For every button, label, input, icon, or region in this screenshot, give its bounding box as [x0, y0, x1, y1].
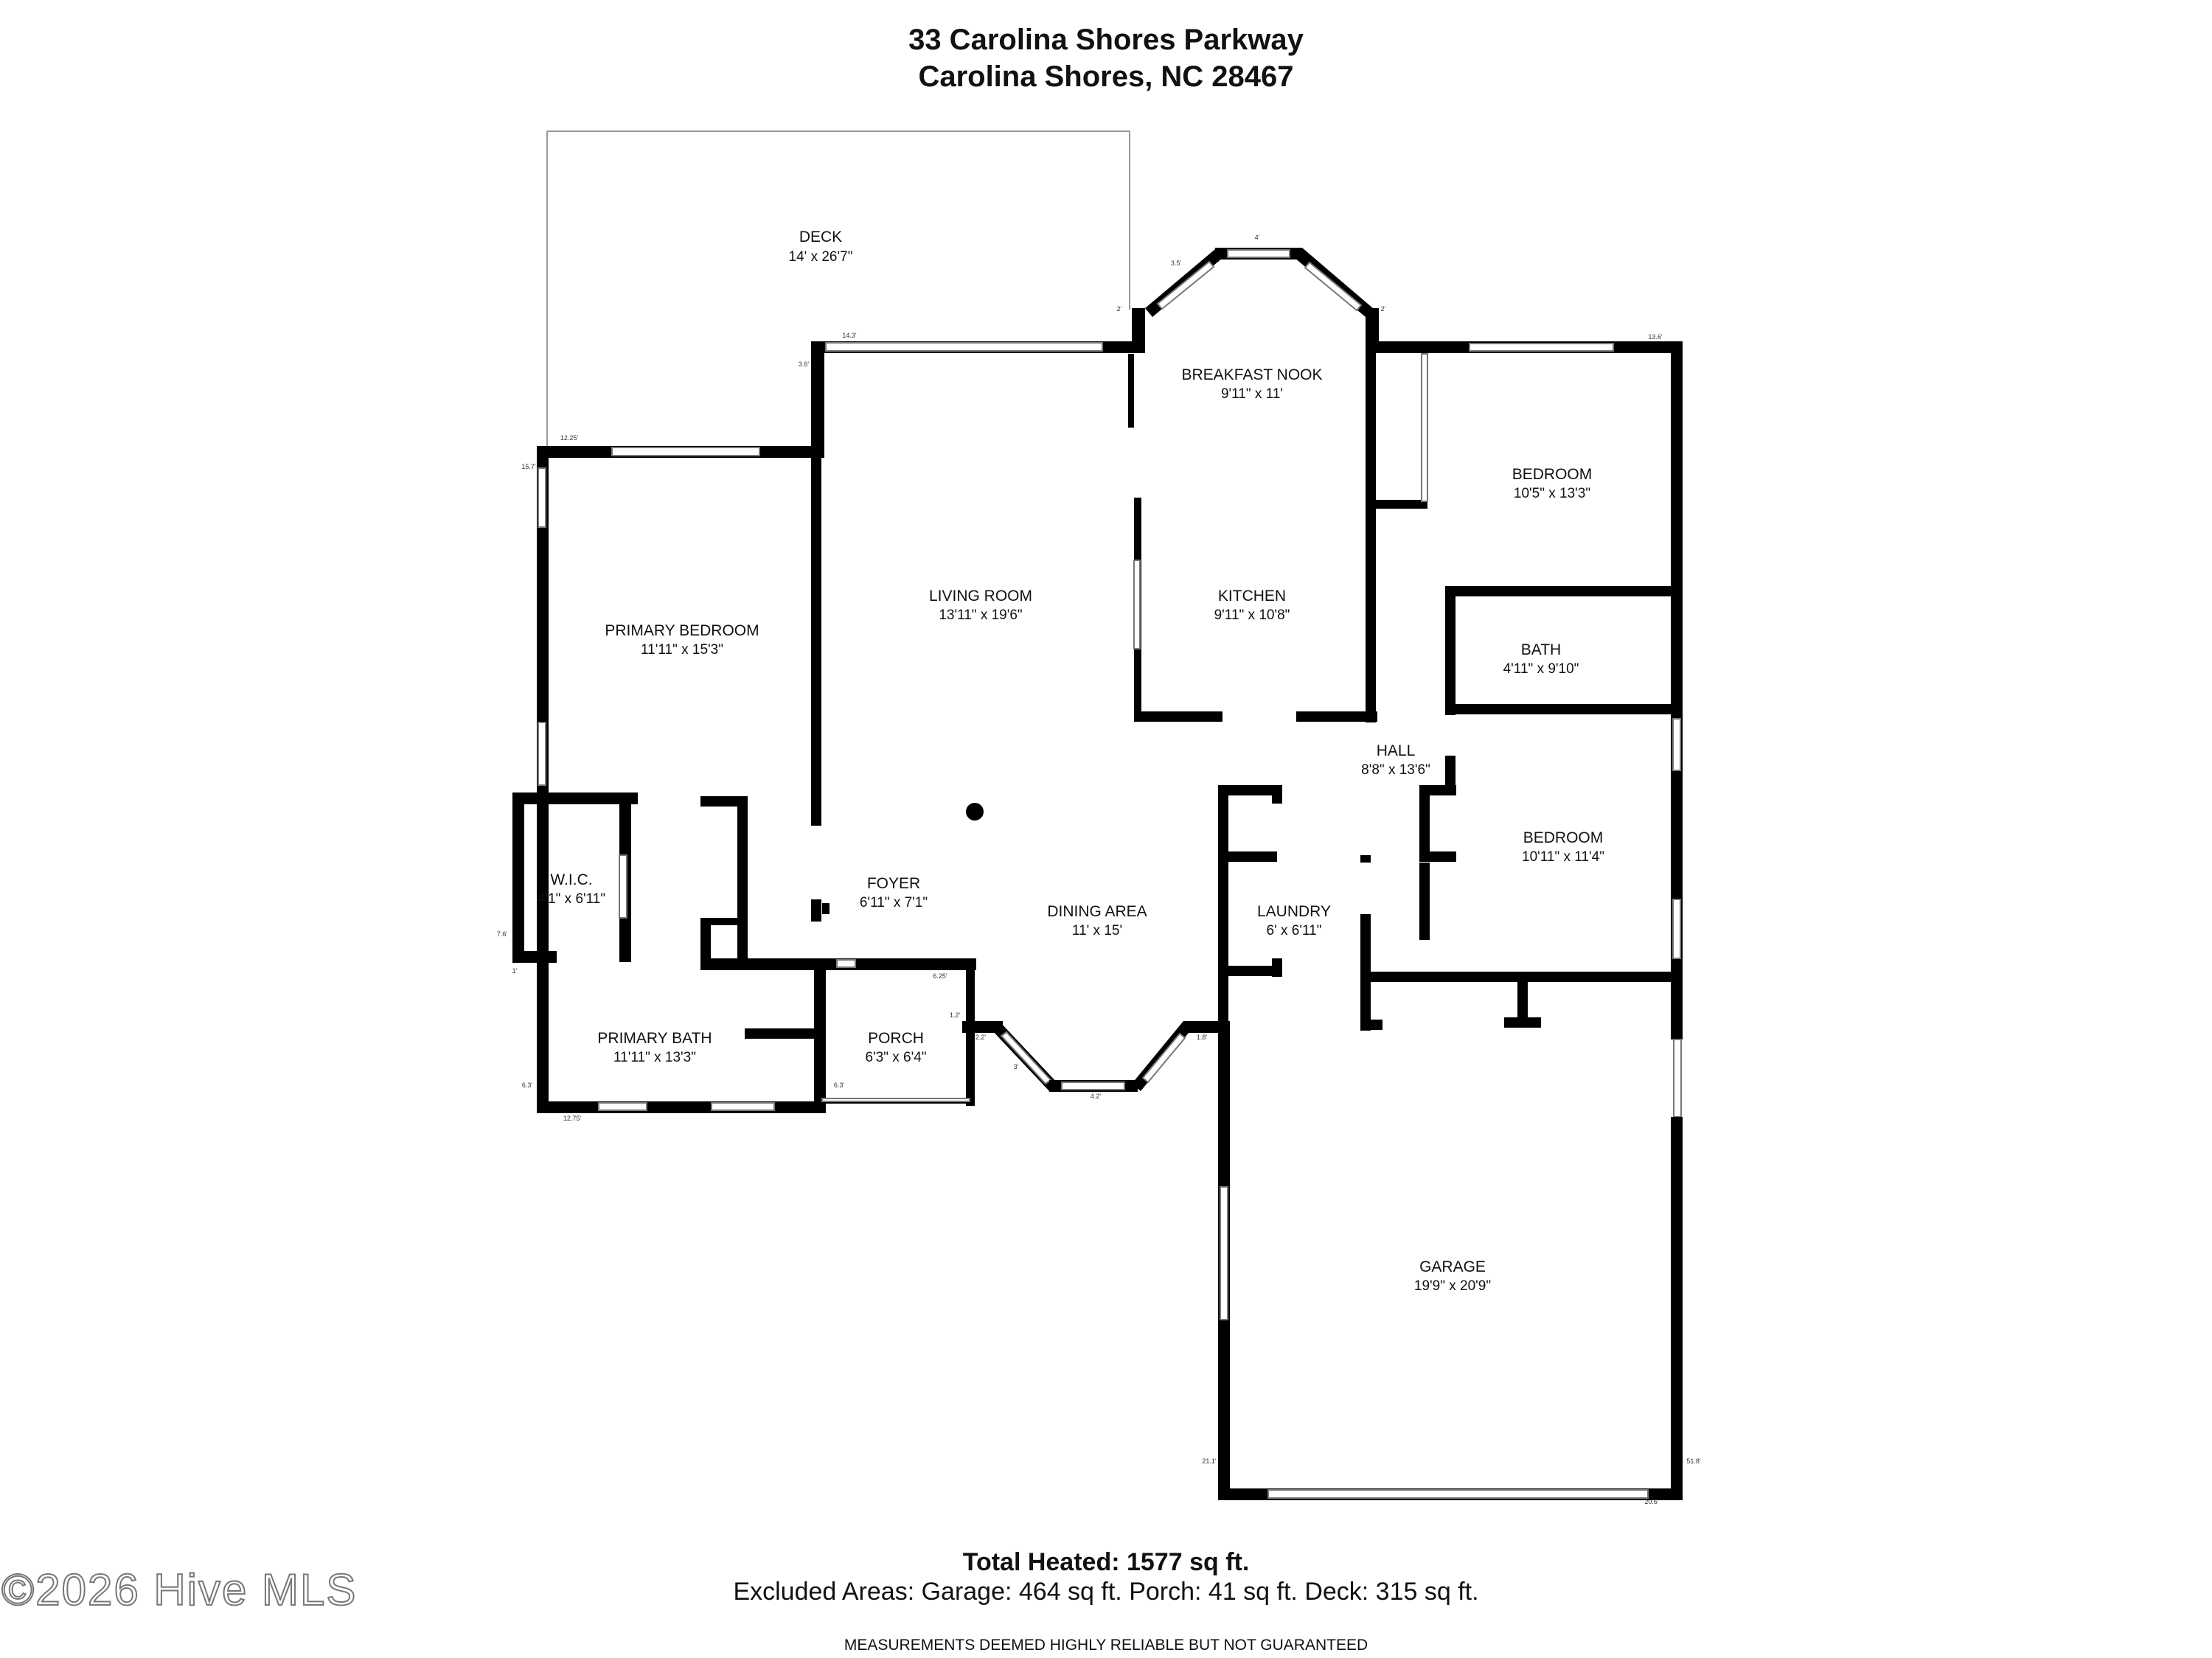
address-line-2: Carolina Shores, NC 28467: [918, 60, 1294, 93]
svg-text:2': 2': [1381, 305, 1386, 313]
room-label-porch: PORCH 6'3" x 6'4": [865, 1030, 926, 1065]
room-label-bedroom-1: BEDROOM 10'5" x 13'3": [1512, 466, 1593, 501]
svg-text:15.7': 15.7': [521, 463, 536, 470]
svg-text:12.25': 12.25': [560, 434, 579, 442]
room-label-hall: HALL 8'8" x 13'6": [1361, 742, 1430, 778]
svg-text:6'3" x 6'4": 6'3" x 6'4": [865, 1050, 926, 1065]
svg-text:PRIMARY BATH: PRIMARY BATH: [597, 1030, 712, 1047]
svg-text:21.1': 21.1': [1202, 1457, 1217, 1465]
svg-text:6.3': 6.3': [522, 1081, 533, 1089]
room-label-primary-bath: PRIMARY BATH 11'11" x 13'3": [597, 1030, 712, 1065]
address-line-1: 33 Carolina Shores Parkway: [908, 24, 1304, 56]
disclaimer: MEASUREMENTS DEEMED HIGHLY RELIABLE BUT …: [844, 1637, 1368, 1654]
svg-text:6'11" x 7'1": 6'11" x 7'1": [860, 895, 928, 910]
svg-text:4'11" x 9'10": 4'11" x 9'10": [1503, 661, 1579, 677]
room-label-wic: W.I.C. 4'1" x 6'11": [538, 871, 605, 907]
svg-text:3.5': 3.5': [1171, 260, 1182, 267]
svg-text:3': 3': [1014, 1063, 1019, 1070]
svg-text:4'1" x 6'11": 4'1" x 6'11": [538, 891, 605, 907]
svg-text:PRIMARY BEDROOM: PRIMARY BEDROOM: [605, 622, 759, 639]
svg-text:LAUNDRY: LAUNDRY: [1257, 903, 1331, 920]
measurement-marks: 14.3' 3.6' 3.5' 4' 2' 2' 13.6' 12.25' 15…: [497, 234, 1701, 1505]
svg-text:2.2': 2.2': [975, 1034, 987, 1041]
room-label-foyer: FOYER 6'11" x 7'1": [860, 875, 928, 910]
svg-text:14.3': 14.3': [842, 332, 857, 339]
svg-text:14' x 26'7": 14' x 26'7": [789, 249, 853, 265]
room-label-bath: BATH 4'11" x 9'10": [1503, 641, 1579, 677]
svg-text:KITCHEN: KITCHEN: [1218, 588, 1286, 605]
bay-window-nook: [1132, 248, 1379, 346]
interior-walls: [619, 346, 1683, 1106]
room-label-deck: DECK 14' x 26'7": [789, 229, 853, 265]
room-label-breakfast-nook: BREAKFAST NOOK 9'11" x 11': [1182, 366, 1323, 402]
light-fixture-icon: [966, 803, 984, 821]
svg-text:11' x 15': 11' x 15': [1072, 923, 1122, 938]
svg-text:10'11" x 11'4": 10'11" x 11'4": [1522, 849, 1604, 865]
svg-text:6' x 6'11": 6' x 6'11": [1267, 923, 1322, 938]
svg-text:BATH: BATH: [1521, 641, 1561, 658]
svg-text:9'11" x 10'8": 9'11" x 10'8": [1214, 607, 1290, 623]
svg-text:3.6': 3.6': [799, 360, 810, 368]
svg-text:6.3': 6.3': [834, 1081, 845, 1089]
room-label-primary-bedroom: PRIMARY BEDROOM 11'11" x 15'3": [605, 622, 759, 658]
svg-text:10'5" x 13'3": 10'5" x 13'3": [1514, 486, 1590, 501]
svg-text:DINING AREA: DINING AREA: [1047, 903, 1147, 920]
room-label-bedroom-2: BEDROOM 10'11" x 11'4": [1522, 829, 1604, 865]
total-heated-area: Total Heated: 1577 sq ft.: [962, 1548, 1250, 1576]
svg-text:W.I.C.: W.I.C.: [550, 871, 592, 888]
room-label-laundry: LAUNDRY 6' x 6'11": [1257, 903, 1331, 938]
svg-text:9'11" x 11': 9'11" x 11': [1221, 386, 1283, 402]
svg-text:20.6': 20.6': [1644, 1498, 1659, 1505]
svg-text:11'11" x 13'3": 11'11" x 13'3": [613, 1050, 696, 1065]
svg-text:LIVING ROOM: LIVING ROOM: [929, 588, 1032, 605]
svg-text:4.2': 4.2': [1091, 1093, 1102, 1100]
svg-text:1.8': 1.8': [1197, 1034, 1208, 1041]
svg-text:FOYER: FOYER: [867, 875, 920, 892]
svg-text:13'11" x 19'6": 13'11" x 19'6": [939, 607, 1022, 623]
svg-text:8'8" x 13'6": 8'8" x 13'6": [1361, 762, 1430, 778]
svg-text:HALL: HALL: [1377, 742, 1416, 759]
copyright-watermark: ©2026 Hive MLS: [1, 1564, 358, 1615]
svg-text:11'11" x 15'3": 11'11" x 15'3": [641, 642, 723, 658]
svg-text:7.6': 7.6': [497, 930, 508, 938]
exterior-walls: [512, 341, 1683, 1500]
svg-text:BREAKFAST NOOK: BREAKFAST NOOK: [1182, 366, 1323, 383]
svg-text:DECK: DECK: [799, 229, 842, 245]
svg-text:1.2': 1.2': [950, 1011, 961, 1019]
entry-bay: [962, 1021, 1192, 1092]
svg-text:4': 4': [1255, 234, 1260, 241]
deck-outline: [546, 130, 1130, 446]
room-label-dining-area: DINING AREA 11' x 15': [1047, 903, 1147, 938]
svg-text:BEDROOM: BEDROOM: [1512, 466, 1593, 483]
svg-text:12.75': 12.75': [563, 1115, 582, 1122]
svg-text:BEDROOM: BEDROOM: [1523, 829, 1604, 846]
room-label-garage: GARAGE 19'9" x 20'9": [1414, 1258, 1491, 1294]
excluded-areas: Excluded Areas: Garage: 464 sq ft. Porch…: [733, 1578, 1479, 1606]
svg-text:19'9" x 20'9": 19'9" x 20'9": [1414, 1278, 1491, 1294]
room-label-living-room: LIVING ROOM 13'11" x 19'6": [929, 588, 1032, 623]
svg-text:13.6': 13.6': [1648, 333, 1663, 341]
svg-text:1': 1': [512, 967, 518, 975]
svg-text:GARAGE: GARAGE: [1419, 1258, 1486, 1275]
room-label-kitchen: KITCHEN 9'11" x 10'8": [1214, 588, 1290, 623]
svg-text:51.8': 51.8': [1686, 1457, 1701, 1465]
svg-text:2': 2': [1117, 305, 1122, 313]
svg-text:PORCH: PORCH: [868, 1030, 924, 1047]
svg-text:6.25': 6.25': [933, 972, 947, 980]
